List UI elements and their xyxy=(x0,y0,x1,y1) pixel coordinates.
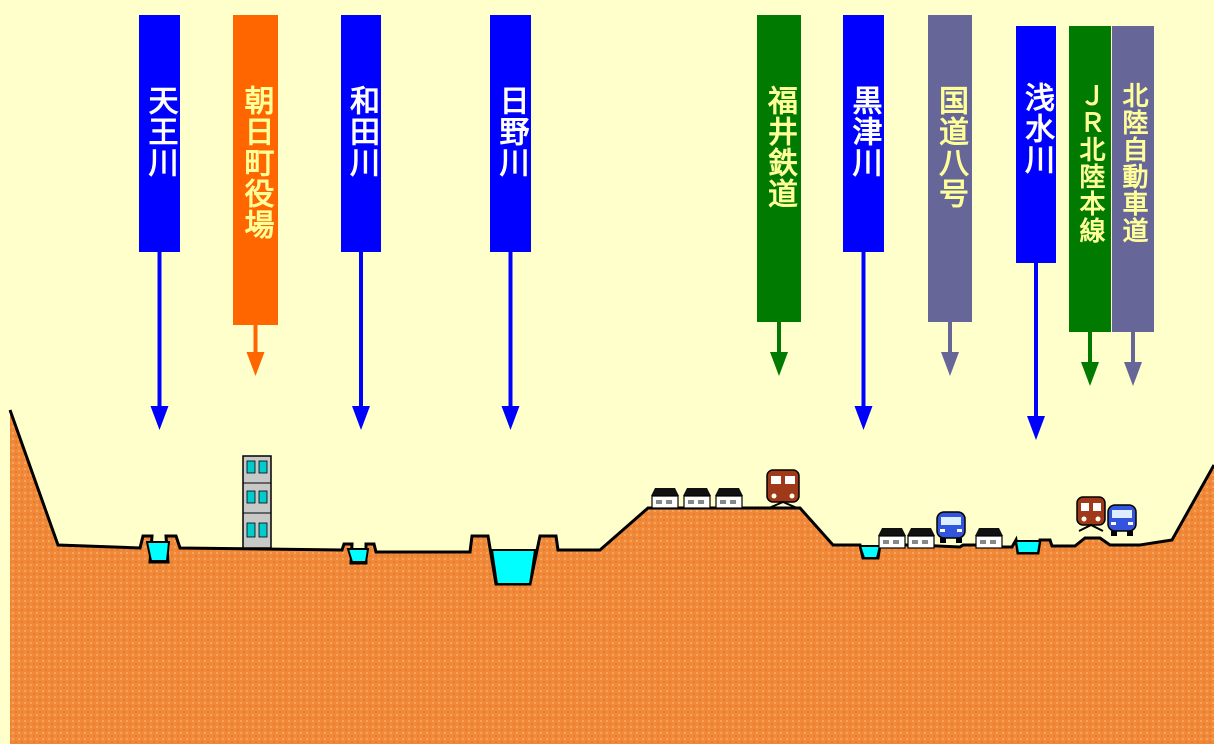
house-icon xyxy=(907,528,935,549)
arrow-down-icon xyxy=(941,352,959,376)
water-tennou xyxy=(145,541,171,562)
label-text-wada: 和田川 xyxy=(344,85,379,178)
water-hino xyxy=(490,549,537,585)
label-text-hokuriku: 北陸自動車道 xyxy=(1118,82,1148,244)
arrow-down-icon xyxy=(352,406,370,430)
train-icon xyxy=(766,469,800,509)
label-box-jr xyxy=(1069,26,1111,332)
arrow-down-icon xyxy=(501,406,520,430)
label-text-fukui: 福井鉄道 xyxy=(762,85,797,209)
arrow-down-icon xyxy=(1081,362,1099,386)
house-icon xyxy=(651,488,679,509)
house-group xyxy=(651,488,1003,549)
house-icon xyxy=(975,528,1003,549)
label-hino xyxy=(490,15,531,430)
house-icon xyxy=(878,528,906,549)
label-text-box-hino: 日野川 xyxy=(490,15,531,252)
label-asouzu xyxy=(1016,26,1056,440)
label-text-tennou: 天王川 xyxy=(142,85,178,178)
label-box-wada xyxy=(341,15,381,252)
label-box-asouzu xyxy=(1016,26,1056,263)
label-text-box-asouzu: 浅水川 xyxy=(1016,26,1056,263)
ground-outline xyxy=(8,409,1214,586)
ground-cross-section xyxy=(10,410,1214,744)
house-icon xyxy=(683,488,711,509)
arrow-down-icon xyxy=(150,406,169,430)
label-text-hino: 日野川 xyxy=(493,85,529,178)
label-tennou xyxy=(139,15,180,430)
building-icon xyxy=(242,455,272,549)
arrow-down-icon xyxy=(854,406,873,430)
car-icon xyxy=(936,511,966,543)
label-text-box-tennou: 天王川 xyxy=(139,15,180,252)
water-kurotsu xyxy=(858,545,882,559)
label-box-hino xyxy=(490,15,531,252)
water-wada xyxy=(346,548,370,563)
water-channels xyxy=(145,540,1042,585)
label-box-kurotsu xyxy=(843,15,884,252)
label-text-box-hokuriku: 北陸自動車道 xyxy=(1112,26,1154,332)
label-box-asahi xyxy=(233,15,278,325)
label-text-asahi: 朝日町役場 xyxy=(238,85,274,240)
arrow-down-icon xyxy=(246,352,265,376)
label-fukui xyxy=(757,15,801,376)
label-asahi xyxy=(233,15,278,376)
arrow-down-icon xyxy=(1027,416,1045,440)
water-asouzu xyxy=(1014,540,1042,554)
car-icon xyxy=(1107,504,1137,536)
label-jr xyxy=(1069,26,1111,386)
arrow-down-icon xyxy=(770,352,788,376)
arrow-down-icon xyxy=(1124,362,1142,386)
house-icon xyxy=(715,488,743,509)
label-text-box-asahi: 朝日町役場 xyxy=(233,15,278,325)
label-text-box-route8: 国道八号 xyxy=(928,15,972,322)
label-text-route8: 国道八号 xyxy=(933,85,968,209)
label-box-tennou xyxy=(139,15,180,252)
label-text-jr: ＪＲ北陸本線 xyxy=(1075,82,1105,244)
label-text-kurotsu: 黒津川 xyxy=(846,85,882,178)
label-group xyxy=(139,15,1154,440)
label-text-box-fukui: 福井鉄道 xyxy=(757,15,801,322)
label-text-box-kurotsu: 黒津川 xyxy=(843,15,884,252)
car-group xyxy=(936,504,1137,543)
label-kurotsu xyxy=(843,15,884,430)
label-text-asouzu: 浅水川 xyxy=(1019,82,1054,175)
label-text-box-jr: ＪＲ北陸本線 xyxy=(1069,26,1111,332)
train-group xyxy=(766,469,1106,532)
label-route8 xyxy=(928,15,972,376)
label-box-route8 xyxy=(928,15,972,322)
label-box-hokuriku xyxy=(1112,26,1154,332)
label-wada xyxy=(341,15,381,430)
label-text-box-wada: 和田川 xyxy=(341,15,381,252)
label-hokuriku xyxy=(1112,26,1154,386)
label-box-fukui xyxy=(757,15,801,322)
train-icon xyxy=(1076,496,1106,532)
